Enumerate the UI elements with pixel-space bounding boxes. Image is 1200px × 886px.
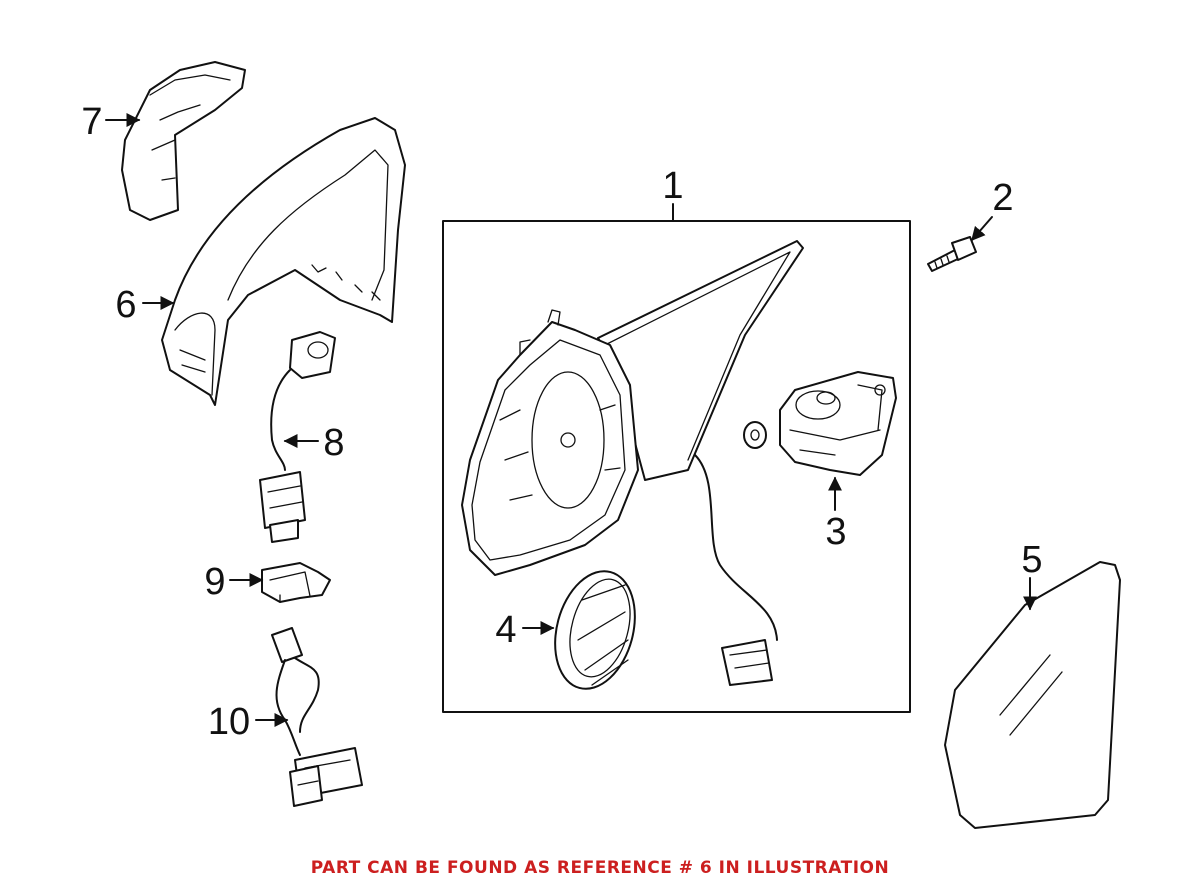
callout-8: 8 — [323, 422, 344, 464]
callout-3: 3 — [825, 511, 846, 553]
callout-6: 6 — [115, 284, 136, 326]
callout-7: 7 — [81, 101, 102, 143]
callout-5: 5 — [1021, 539, 1042, 581]
part-1-wiring — [694, 454, 778, 686]
part-4-adjuster-plate[interactable] — [543, 562, 647, 698]
part-8-harness[interactable] — [259, 331, 336, 543]
assembly-frame — [442, 220, 911, 713]
part-5-mirror-glass[interactable] — [944, 561, 1121, 829]
callout-10: 10 — [208, 701, 250, 743]
leader-arrow-2 — [971, 216, 993, 242]
part-7-turn-signal[interactable] — [121, 61, 246, 221]
part-6-mirror-cover[interactable] — [161, 117, 406, 406]
callout-2: 2 — [992, 177, 1013, 219]
callout-1: 1 — [662, 165, 683, 207]
part-1-mirror-assembly[interactable] — [461, 240, 804, 576]
part-3-adjuster-motor[interactable] — [743, 371, 897, 476]
part-9-connector[interactable] — [261, 562, 331, 603]
part-10-harness[interactable] — [271, 627, 363, 807]
footer-caption: PART CAN BE FOUND AS REFERENCE # 6 IN IL… — [310, 858, 890, 878]
callout-9: 9 — [204, 561, 225, 603]
callout-4: 4 — [495, 609, 516, 651]
part-2-screw[interactable] — [927, 236, 977, 272]
